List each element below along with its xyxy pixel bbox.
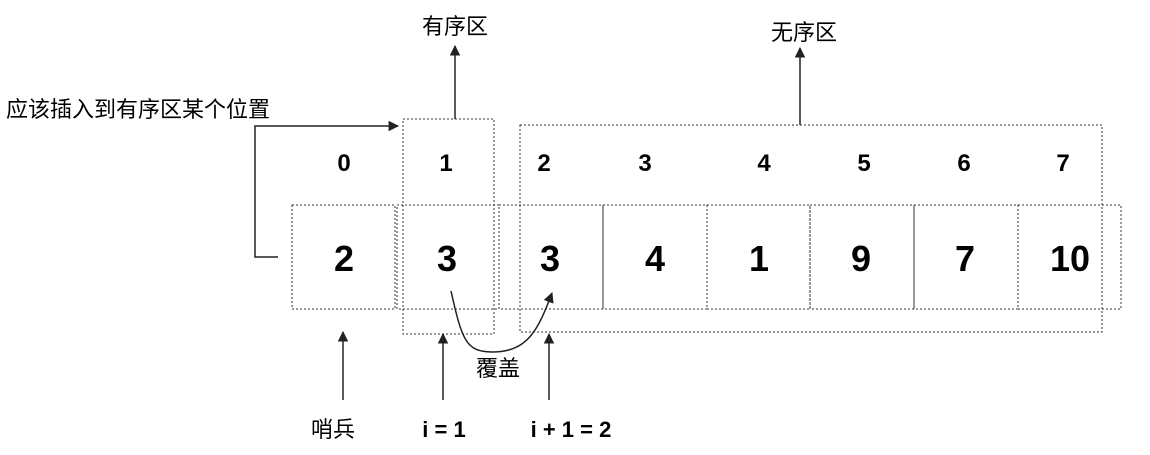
index-label: 1 [439, 150, 452, 177]
array-value: 7 [955, 238, 975, 279]
insert-arrow [254, 120, 400, 258]
overwrite-arrow [450, 290, 554, 353]
sentinel-label: 哨兵 [311, 418, 355, 443]
array-cells [291, 204, 1122, 310]
array-value: 4 [645, 238, 665, 279]
index-label: 0 [337, 150, 350, 177]
array-value: 3 [540, 238, 560, 279]
index-row: 0 1 2 3 4 5 6 7 [337, 150, 1069, 177]
pointer-i-label: i = 1 [422, 417, 465, 442]
array-cell-4 [706, 204, 811, 310]
array-cell-7 [1017, 204, 1122, 310]
index-label: 4 [757, 150, 771, 177]
overwrite-label: 覆盖 [476, 357, 520, 382]
index-label: 3 [638, 150, 651, 177]
unordered-region-label: 无序区 [771, 21, 837, 46]
index-label: 2 [537, 150, 550, 177]
pointer-i-plus-1-label: i + 1 = 2 [531, 417, 612, 442]
index-label: 5 [857, 150, 870, 177]
index-label: 7 [1056, 150, 1069, 177]
array-cell-0 [291, 204, 396, 310]
index-label: 6 [957, 150, 970, 177]
value-row: 2 3 3 4 1 9 7 10 [334, 238, 1090, 279]
ordered-region-label: 有序区 [422, 15, 488, 40]
unordered-region-box [519, 124, 1103, 333]
ordered-region-box [402, 118, 495, 335]
array-value: 10 [1050, 238, 1090, 279]
array-value: 2 [334, 238, 354, 279]
array-value: 1 [749, 238, 769, 279]
insert-note-label: 应该插入到有序区某个位置 [6, 98, 270, 123]
array-value: 9 [851, 238, 871, 279]
array-value: 3 [437, 238, 457, 279]
